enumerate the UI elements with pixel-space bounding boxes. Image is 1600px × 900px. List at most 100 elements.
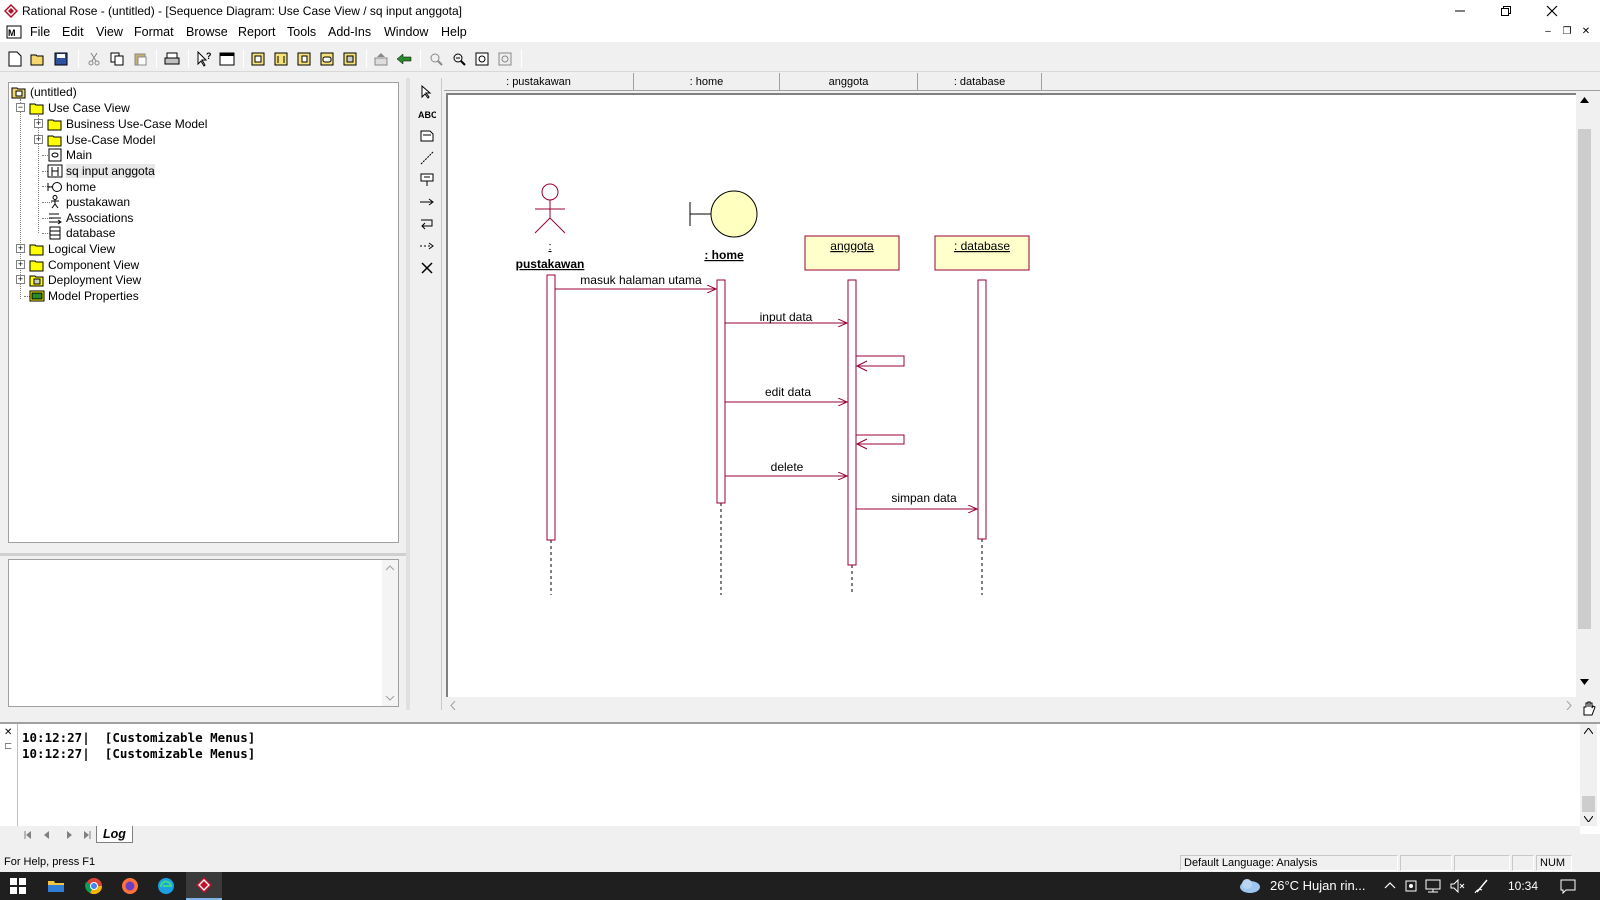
tree-node-deployment-view[interactable]: Deployment View — [29, 272, 141, 288]
log-dock-icon[interactable]: ⊏ — [4, 741, 13, 752]
menu-add-ins[interactable]: Add-Ins — [328, 25, 372, 39]
message-delete[interactable]: delete — [725, 460, 847, 476]
browse-parent-button[interactable] — [371, 49, 391, 69]
context-help-button[interactable]: ? — [194, 49, 214, 69]
message-masuk-halaman-utama[interactable]: masuk halaman utama — [555, 273, 716, 289]
sequence-diagram-canvas[interactable]: : pustakawan : home anggota : database — [446, 93, 1576, 697]
zoom-in-button[interactable] — [426, 49, 446, 69]
browser-splitter[interactable] — [0, 553, 406, 556]
copy-button[interactable] — [107, 49, 127, 69]
browse-class-diagram-button[interactable] — [248, 49, 268, 69]
browse-component-diagram-button[interactable] — [294, 49, 314, 69]
scroll-right-icon[interactable] — [1566, 701, 1572, 710]
menu-window[interactable]: Window — [384, 25, 429, 39]
object-anggota[interactable]: anggota — [804, 235, 900, 271]
view-documentation-button[interactable] — [217, 49, 237, 69]
message-to-self-tool[interactable] — [417, 214, 437, 234]
scroll-down-icon[interactable] — [1584, 816, 1593, 822]
tree-node-model-root[interactable]: (untitled) — [11, 84, 77, 100]
log-scroll-thumb[interactable] — [1582, 796, 1595, 812]
tree-node-business-use-case-model[interactable]: Business Use-Case Model — [47, 116, 207, 132]
collapse-use-case-view-toggle[interactable]: − — [16, 102, 25, 112]
expand-use-case-model-toggle[interactable]: + — [34, 134, 43, 144]
menu-view[interactable]: View — [96, 25, 123, 39]
expand-logical-view-toggle[interactable]: + — [16, 243, 25, 253]
cut-button[interactable] — [84, 49, 104, 69]
save-button[interactable] — [51, 49, 71, 69]
destruction-marker-tool[interactable] — [417, 258, 437, 278]
tree-node-logical-view[interactable]: Logical View — [29, 241, 115, 257]
zoom-out-button[interactable] — [449, 49, 469, 69]
activation-pustakawan[interactable] — [546, 274, 556, 541]
taskbar-edge[interactable] — [148, 872, 184, 900]
menu-report[interactable]: Report — [238, 25, 276, 39]
tree-node-model-properties[interactable]: Model Properties — [29, 288, 139, 304]
hand-grip-icon[interactable] — [1580, 700, 1596, 716]
scroll-up-icon[interactable] — [385, 565, 395, 571]
network-icon[interactable] — [1424, 879, 1442, 893]
message-edit-data[interactable]: edit data — [725, 385, 847, 402]
tab-nav-arrows-icon[interactable] — [22, 829, 94, 841]
scroll-left-icon[interactable] — [450, 701, 456, 710]
object-tool[interactable] — [417, 170, 437, 190]
browser-tree[interactable]: − + + + + + (untitled) Use Case View Bus… — [8, 82, 399, 543]
meet-now-icon[interactable] — [1404, 878, 1418, 894]
taskbar-clock[interactable]: 10:34 — [1508, 879, 1539, 893]
header-cell-anggota[interactable]: anggota — [780, 73, 918, 91]
scroll-down-icon[interactable] — [385, 695, 395, 701]
doc-scrollbar[interactable] — [382, 560, 398, 706]
menu-help[interactable]: Help — [441, 25, 467, 39]
log-scrollbar[interactable] — [1580, 724, 1597, 826]
browse-state-diagram-button[interactable] — [317, 49, 337, 69]
chevron-up-icon[interactable] — [1384, 881, 1396, 889]
mdi-child-icon[interactable]: M — [6, 25, 22, 39]
start-button[interactable] — [0, 872, 36, 900]
scroll-up-icon[interactable] — [1580, 97, 1589, 103]
boundary-home[interactable]: : home — [689, 190, 758, 262]
browse-previous-button[interactable] — [394, 49, 414, 69]
activation-anggota[interactable] — [847, 279, 857, 566]
mdi-restore-button[interactable]: ❐ — [1562, 26, 1572, 37]
diagram-vertical-scrollbar[interactable] — [1576, 93, 1593, 697]
tree-node-home[interactable]: home — [47, 179, 96, 195]
expand-business-model-toggle[interactable]: + — [34, 118, 43, 128]
paste-button[interactable] — [130, 49, 150, 69]
message-input-data[interactable]: input data — [725, 310, 847, 324]
vertical-splitter[interactable] — [406, 78, 410, 710]
mdi-minimize-button[interactable]: – — [1545, 26, 1551, 37]
message-tool[interactable] — [417, 192, 437, 212]
browse-deployment-diagram-button[interactable] — [340, 49, 360, 69]
tree-node-associations[interactable]: Associations — [47, 210, 133, 226]
taskbar-chrome[interactable] — [76, 872, 112, 900]
self-message-1[interactable] — [855, 355, 905, 372]
restore-button[interactable] — [1483, 0, 1529, 22]
object-database[interactable]: : database — [934, 235, 1030, 271]
tree-node-database[interactable]: database — [47, 225, 115, 241]
header-cell-home[interactable]: : home — [634, 73, 780, 91]
notification-center-icon[interactable] — [1560, 878, 1576, 894]
mdi-close-button[interactable]: ✕ — [1581, 26, 1591, 37]
tree-node-use-case-model[interactable]: Use-Case Model — [47, 132, 155, 148]
undo-fit-button[interactable] — [495, 49, 515, 69]
log-close-icon[interactable]: ✕ — [4, 727, 13, 738]
scroll-down-icon[interactable] — [1580, 679, 1589, 685]
return-message-tool[interactable] — [417, 236, 437, 256]
taskbar-firefox[interactable] — [112, 872, 148, 900]
close-button[interactable] — [1529, 0, 1575, 22]
menu-tools[interactable]: Tools — [287, 25, 317, 39]
activation-home[interactable] — [716, 279, 726, 504]
expand-component-view-toggle[interactable]: + — [16, 259, 25, 269]
weather-text[interactable]: 26°C Hujan rin... — [1270, 878, 1366, 893]
anchor-note-tool[interactable] — [417, 148, 437, 168]
tab-log[interactable]: Log — [96, 826, 133, 843]
header-cell-pustakawan[interactable]: : pustakawan — [444, 73, 634, 91]
tree-node-main[interactable]: Main — [47, 147, 92, 163]
activation-database[interactable] — [977, 279, 987, 540]
open-button[interactable] — [28, 49, 48, 69]
expand-deployment-view-toggle[interactable]: + — [16, 274, 25, 284]
minimize-button[interactable] — [1437, 0, 1483, 22]
browse-interaction-diagram-button[interactable] — [271, 49, 291, 69]
fit-in-window-button[interactable] — [472, 49, 492, 69]
taskbar-file-explorer[interactable] — [38, 872, 74, 900]
print-button[interactable] — [162, 49, 182, 69]
